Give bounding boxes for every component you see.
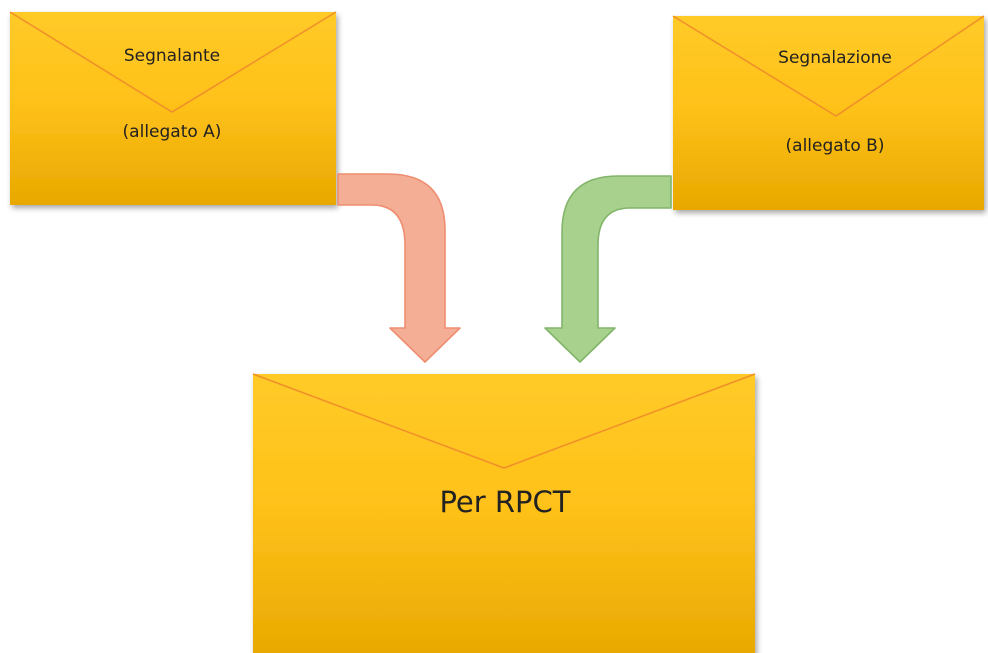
envelope-flap-line	[9, 11, 337, 113]
envelope-title-segnalante: Segnalante	[123, 46, 221, 66]
curved-down-arrow-icon	[544, 175, 672, 363]
envelope-title-segnalazione: Segnalazione	[778, 48, 892, 68]
envelope-flap-line	[252, 373, 756, 469]
envelope-title-per-rpct: Per RPCT	[439, 485, 571, 519]
curved-down-arrow-icon	[337, 173, 461, 363]
envelope-segnalante	[9, 11, 337, 205]
envelope-subtitle-allegato-a: (allegato A)	[122, 122, 222, 142]
envelope-subtitle-allegato-b: (allegato B)	[785, 136, 885, 156]
envelope-per-rpct	[252, 373, 756, 653]
envelope-segnalazione	[672, 15, 985, 210]
envelope-flap-line	[672, 15, 985, 117]
envelope-icon	[10, 12, 336, 205]
envelope-icon	[253, 374, 755, 653]
